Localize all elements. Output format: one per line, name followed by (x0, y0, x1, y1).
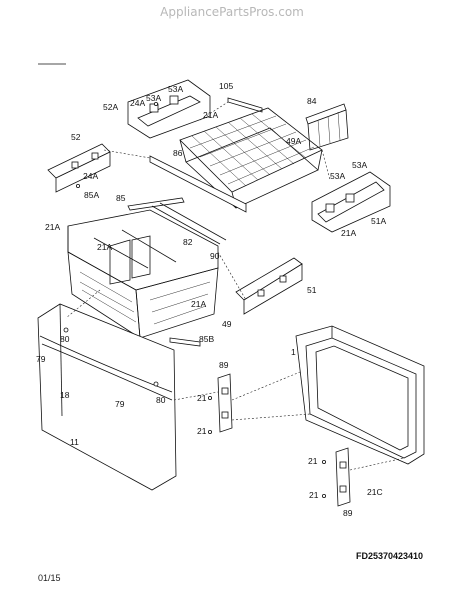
label-85a: 85A (84, 190, 99, 200)
label-80-b: 80 (156, 395, 166, 405)
diagram-id: FD25370423410 (356, 551, 424, 561)
part-105-rail[interactable] (227, 97, 263, 113)
label-105: 105 (219, 81, 233, 91)
label-21-a: 21 (197, 393, 207, 403)
label-21a-left: 21A (45, 222, 60, 232)
label-18: 18 (60, 390, 70, 400)
part-group-53a-right[interactable] (311, 171, 391, 233)
label-24a-left: 24A (83, 171, 98, 181)
label-21a-r: 21A (341, 228, 356, 238)
part-upper-wire-basket[interactable] (179, 107, 323, 209)
label-21-d: 21 (309, 490, 319, 500)
part-11-drawer-front[interactable] (37, 303, 177, 491)
label-21-b: 21 (197, 426, 207, 436)
label-89-b: 89 (343, 508, 353, 518)
leader-lines (65, 101, 405, 471)
label-1: 1 (291, 347, 296, 357)
part-52-left-slide[interactable] (47, 143, 111, 193)
part-84-slide[interactable] (305, 103, 349, 151)
label-86: 86 (173, 148, 183, 158)
label-51a: 51A (371, 216, 386, 226)
label-53a-mid: 53A (146, 93, 161, 103)
part-86-bar[interactable] (149, 155, 247, 213)
part-1-door-frame[interactable] (295, 325, 425, 465)
part-89-bracket-left[interactable] (217, 373, 233, 433)
label-21a-basket: 21A (203, 110, 218, 120)
label-21a-mid: 21A (97, 242, 112, 252)
label-21c: 21C (367, 487, 383, 497)
label-82: 82 (183, 237, 193, 247)
part-85b-strip[interactable] (169, 337, 201, 347)
label-52: 52 (71, 132, 81, 142)
label-24a-top: 24A (130, 98, 145, 108)
label-80-a: 80 (60, 334, 70, 344)
label-89-a: 89 (219, 360, 229, 370)
part-89-bracket-right[interactable] (335, 447, 351, 507)
label-21-c: 21 (308, 456, 318, 466)
label-51: 51 (307, 285, 317, 295)
label-53a-top: 53A (168, 84, 183, 94)
part-85-rod[interactable] (127, 197, 227, 245)
part-group-53a-top[interactable] (127, 79, 211, 139)
watermark-text: AppliancePartsPros.com (160, 5, 304, 19)
callout-labels: 105 84 53A 24A 53A 52A 21A 49A 86 52 24A… (36, 81, 386, 518)
label-79-b: 79 (115, 399, 125, 409)
screw-icons (76, 102, 326, 498)
part-51-right-slide[interactable] (235, 257, 303, 315)
label-79-a: 79 (36, 354, 46, 364)
revision-date: 01/15 (38, 573, 61, 583)
label-85b: 85B (199, 334, 214, 344)
label-90: 90 (210, 251, 220, 261)
label-53a-r1: 53A (352, 160, 367, 170)
label-49a: 49A (286, 136, 301, 146)
label-11: 11 (70, 437, 79, 447)
label-49: 49 (222, 319, 232, 329)
label-53a-r2: 53A (330, 171, 345, 181)
label-21a-low: 21A (191, 299, 206, 309)
label-52a: 52A (103, 102, 118, 112)
label-85: 85 (116, 193, 126, 203)
label-84: 84 (307, 96, 317, 106)
part-lower-drawer-bin[interactable] (67, 209, 219, 339)
